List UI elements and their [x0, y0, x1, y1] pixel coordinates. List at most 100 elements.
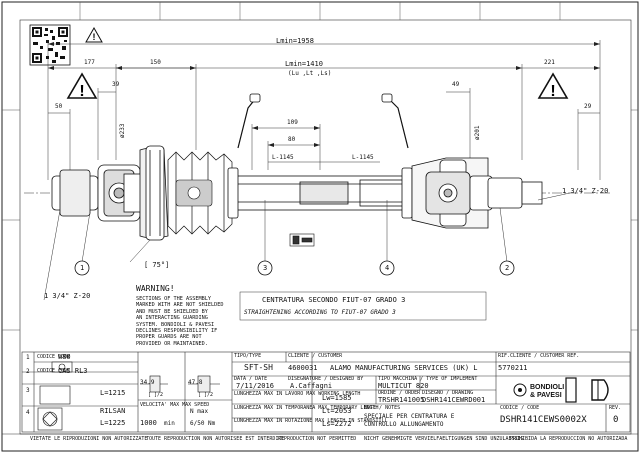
chart-right-sub: [ ]/2: [198, 392, 214, 398]
data-label: DATA / DATE: [234, 376, 268, 382]
ls-value: Ls=2272: [322, 420, 352, 428]
dim-150: 150: [150, 59, 161, 66]
rev-label: REV.: [609, 405, 622, 411]
callout-2: 2: [505, 264, 510, 272]
angle-label: [ 75°]: [144, 261, 170, 269]
dim-phi201: ø201: [474, 125, 481, 140]
dim-phi233: ø233: [119, 123, 126, 138]
part-num-2: 2: [26, 368, 30, 375]
guard-icon: [289, 233, 315, 247]
tipo-label: TIPO/TYPE: [234, 353, 262, 359]
footer-fr: TOUTE REPRODUCTION NON AUTORISEE EST INT…: [146, 436, 285, 442]
svg-text:!: !: [93, 32, 96, 42]
rev-value: 0: [613, 415, 619, 425]
disegno-label: DISEGNO / DRAWING: [422, 390, 474, 396]
note-label: NOTE / NOTES: [364, 405, 401, 411]
rif-label: RIF.CLIENTE / CUSTOMER REF.: [498, 353, 580, 359]
lt-label: LUNGHEZZA MAX IN TEMPORANEA MAX TEMPORAR…: [234, 405, 379, 411]
cliente-name: ALAMO MANUFACTURING SERVICES (UK) L: [330, 364, 478, 372]
straightening-en: STRAIGHTENING ACCORDING TO FIUT-07 GRADO…: [244, 309, 396, 316]
lw-value: Lw=1585: [322, 394, 352, 402]
warning-text: SECTIONS OF THE ASSEMBLY MARKED WITH ARE…: [136, 296, 223, 347]
dim-49: 49: [452, 81, 460, 88]
warning-icon: !: [66, 72, 98, 100]
chart-left-sub: [ ]/2: [148, 392, 164, 398]
vel-unit: min: [164, 420, 175, 427]
tipo-value: SFT-SH: [244, 363, 273, 372]
note-line-2: CONTROLLO ALLUNGAMENTO: [364, 421, 444, 428]
right-spline: 1 3/4" Z-20: [562, 187, 609, 195]
n-label: N max: [190, 408, 209, 415]
warning-icon: !: [85, 26, 103, 43]
part-num-4: 4: [26, 409, 30, 416]
warning-line: AND MUST BE SHIELDED BY: [136, 308, 208, 315]
qr-code-icon: [29, 24, 71, 66]
part-length-4: L=1225: [100, 419, 126, 427]
ls-label: LUNGHEZZA MAX IN ROTAZIONE MAX LENGTH IN…: [234, 418, 388, 424]
warning-line: SECTIONS OF THE ASSEMBLY: [136, 296, 211, 302]
cliente-code: 4600031: [288, 364, 318, 372]
footer-en: REPRODUCTION NOT PERMITTED: [278, 436, 357, 442]
warning-line: PROVIDED OR MAINTAINED.: [136, 340, 208, 347]
title-block: [21, 351, 631, 433]
codice-value: DSHR141CEWS0002X: [500, 415, 587, 425]
part-length-3: L=1215: [100, 389, 126, 397]
straightening-it: CENTRATURA SECONDO FIUT-07 GRADO 3: [262, 296, 406, 304]
lw-label: LUNGHEZZA MAX IN LAVORO MAX WORKING LENG…: [234, 391, 361, 397]
brand-name: BONDIOLI & PAVESI: [530, 384, 565, 399]
dim-50: 50: [55, 103, 63, 110]
warning-title: WARNING!: [136, 284, 175, 293]
part-num-3: 3: [26, 387, 30, 394]
rif-value: 5770211: [498, 364, 528, 372]
codice-label: CODICE / CODE: [500, 405, 540, 411]
shaft-length-sub: (Lu ,Lt ,Ls): [288, 70, 332, 77]
chart-left-value: 34.9: [140, 379, 155, 386]
disegno-value: DSHR141CEWRD001: [422, 396, 486, 404]
tipo-app-value: MULTICUT 820: [378, 382, 429, 390]
lt-value: Lt=2053: [322, 407, 352, 415]
callout-1: 1: [80, 264, 85, 272]
callout-3: 3: [263, 264, 268, 272]
warning-line: SYSTEM. BONDIOLI & PAVESI: [136, 321, 215, 328]
warning-line: DECLINES RESPONSIBILITY IF: [136, 328, 218, 335]
part-num-1: 1: [26, 354, 30, 361]
dim-221: 221: [544, 59, 555, 66]
chart-right-value: 47.8: [188, 379, 203, 386]
vel-label: VELOCITA' MAX MAX SPEED: [140, 402, 210, 408]
footer-it: VIETATE LE RIPRODUZIONI NON AUTORIZZATE: [30, 436, 148, 442]
disegnatore-value: A.Caffagni: [290, 382, 333, 390]
warning-icon: !: [537, 72, 569, 100]
shaft-tube: [231, 175, 431, 211]
total-length-dim: Lmin=1958: [276, 37, 314, 45]
svg-text:!: !: [79, 83, 84, 100]
cliente-label: CLIENTE / CUSTOMER: [288, 353, 343, 359]
dim-39: 39: [112, 81, 120, 88]
dim-l1145-right: L-1145: [352, 154, 374, 161]
dim-80: 80: [288, 136, 296, 143]
note-line-1: SPECIALE PER CENTRATURA E: [364, 413, 455, 420]
left-spline: 1 3/4" Z-20: [44, 292, 91, 300]
warning-line: PROPER GUARDS ARE NOT: [136, 334, 202, 341]
dim-177: 177: [84, 59, 95, 66]
data-value: 7/11/2016: [236, 382, 274, 390]
ordine-label: ORDINE / ORDER: [378, 390, 421, 396]
part-code-2: CAS RL3: [58, 367, 88, 375]
tipo-app-label: TIPO MACCHINA / TYPE OF IMPLEMENT: [378, 376, 478, 382]
part-code-label-1: CODICE CODE: [37, 354, 71, 360]
footer-es: PROHIBIDA LA REPRODUCCION NO AUTORIZADA: [510, 436, 628, 442]
dim-l1145-left: L-1145: [272, 154, 294, 161]
svg-text:!: !: [550, 83, 555, 100]
bondioli-pavesi-logo-icon: [513, 377, 609, 403]
left-guard: [139, 145, 169, 241]
left-joint: [51, 164, 149, 222]
warning-line: MARKED WITH ARE NOT SHIELDED: [136, 302, 224, 309]
footer-de: NICHT GENEHMIGTE VERVIELFAELTIGUNGEN SIN…: [364, 436, 524, 442]
n-value: 6/50 Nm: [190, 420, 216, 427]
disegnatore-label: DISEGNATORE / DESIGNED BY: [288, 376, 364, 382]
shaft-length-dim: Lmin=1410: [285, 60, 323, 68]
dim-109: 109: [287, 119, 298, 126]
ordine-value: TRSHR141005: [378, 396, 425, 404]
right-joint: [425, 171, 543, 215]
part-material-4: RILSAN: [100, 407, 126, 415]
